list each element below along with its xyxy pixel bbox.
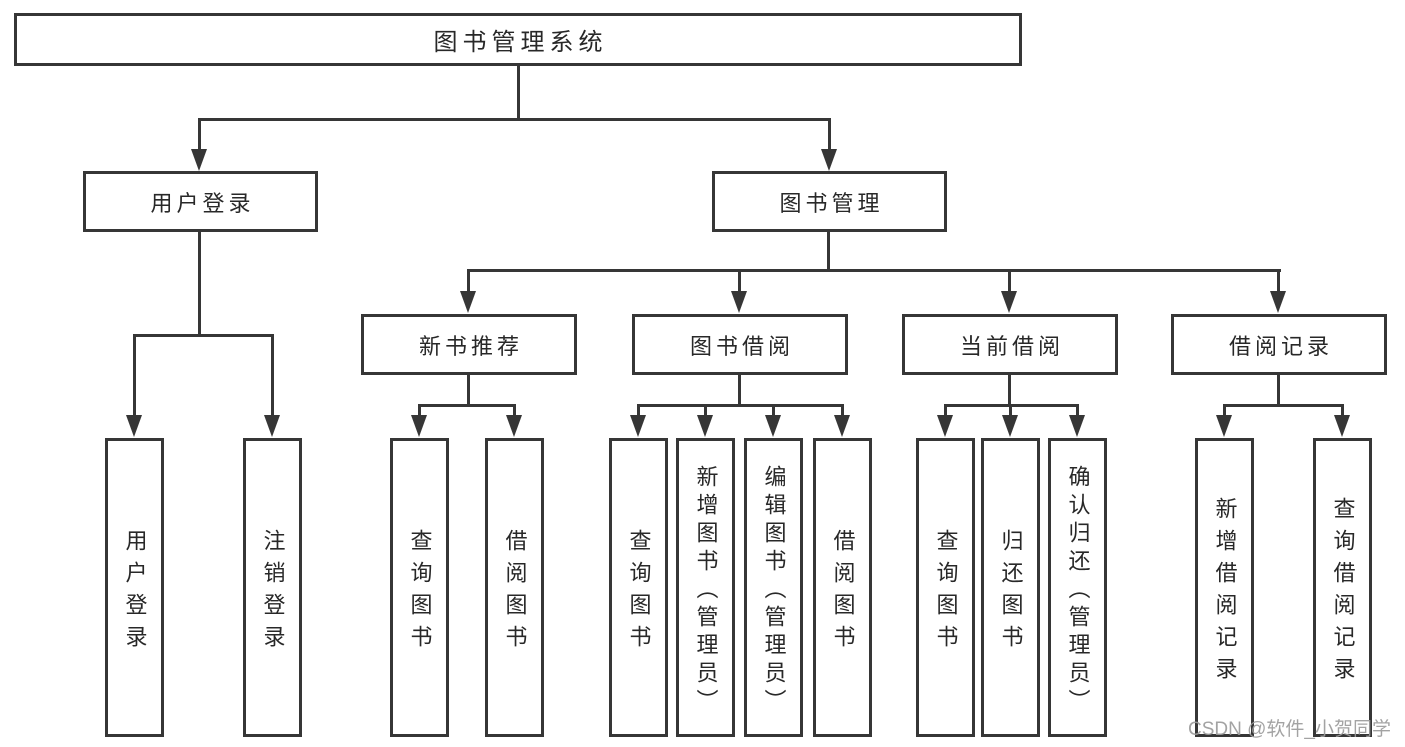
leaf-edit-book-admin: 编辑图书（管理员） — [744, 438, 803, 737]
node-borrow-records-label: 借阅记录 — [1228, 333, 1333, 359]
leaf-query-books-recommend: 查询图书 — [390, 438, 449, 737]
leaf-add-borrow-record-label: 新增借阅记录 — [1212, 496, 1238, 689]
connector-line — [198, 118, 831, 121]
connector-line — [1277, 374, 1280, 407]
connector-arrowhead — [1270, 291, 1286, 313]
connector-line — [1223, 404, 1344, 407]
connector-line — [1008, 269, 1011, 292]
node-book-borrow: 图书借阅 — [632, 314, 848, 375]
leaf-borrow-books-recommend-label: 借阅图书 — [502, 528, 528, 657]
root-node: 图书管理系统 — [14, 13, 1022, 66]
connector-arrowhead — [834, 415, 850, 437]
leaf-logout-label: 注销登录 — [260, 528, 286, 657]
leaf-user-login: 用户登录 — [105, 438, 164, 737]
leaf-query-borrow-record-label: 查询借阅记录 — [1330, 496, 1356, 689]
connector-line — [133, 334, 274, 337]
connector-line — [271, 334, 274, 416]
leaf-confirm-return-admin: 确认归还（管理员） — [1048, 438, 1107, 737]
leaf-borrow-books-borrow-label: 借阅图书 — [830, 528, 856, 657]
leaf-add-book-admin: 新增图书（管理员） — [676, 438, 735, 737]
leaf-add-borrow-record: 新增借阅记录 — [1195, 438, 1254, 737]
leaf-query-books-recommend-label: 查询图书 — [407, 528, 433, 657]
connector-line — [1223, 404, 1226, 417]
connector-arrowhead — [937, 415, 953, 437]
connector-line — [418, 404, 516, 407]
connector-arrowhead — [1001, 291, 1017, 313]
root-node-label: 图书管理系统 — [433, 29, 608, 56]
connector-arrowhead — [126, 415, 142, 437]
connector-line — [841, 404, 844, 417]
connector-line — [1009, 404, 1012, 417]
leaf-user-login-label: 用户登录 — [122, 528, 148, 657]
connector-line — [418, 404, 421, 417]
node-book-management: 图书管理 — [712, 171, 947, 232]
node-new-book-recommend-label: 新书推荐 — [418, 333, 523, 359]
connector-arrowhead — [1216, 415, 1232, 437]
connector-arrowhead — [821, 149, 837, 171]
connector-line — [467, 374, 470, 407]
connector-line — [827, 232, 830, 272]
connector-arrowhead — [191, 149, 207, 171]
node-borrow-records: 借阅记录 — [1171, 314, 1387, 375]
node-current-borrow-label: 当前借阅 — [959, 333, 1064, 359]
leaf-logout: 注销登录 — [243, 438, 302, 737]
connector-arrowhead — [506, 415, 522, 437]
node-user-login: 用户登录 — [83, 171, 318, 232]
leaf-edit-book-admin-label: 编辑图书（管理员） — [761, 464, 787, 717]
leaf-add-book-admin-label: 新增图书（管理员） — [693, 464, 719, 717]
leaf-query-books-borrow-label: 查询图书 — [626, 528, 652, 657]
connector-line — [133, 334, 136, 416]
leaf-query-books-current-label: 查询图书 — [933, 528, 959, 657]
connector-line — [1277, 269, 1280, 292]
connector-line — [517, 64, 520, 121]
leaf-query-books-current: 查询图书 — [916, 438, 975, 737]
connector-line — [772, 404, 775, 417]
connector-line — [637, 404, 844, 407]
leaf-return-book-label: 归还图书 — [998, 528, 1024, 657]
leaf-query-borrow-record: 查询借阅记录 — [1313, 438, 1372, 737]
connector-line — [198, 232, 201, 337]
leaf-borrow-books-borrow: 借阅图书 — [813, 438, 872, 737]
connector-arrowhead — [1334, 415, 1350, 437]
connector-line — [1341, 404, 1344, 417]
connector-line — [513, 404, 516, 417]
connector-arrowhead — [460, 291, 476, 313]
leaf-borrow-books-recommend: 借阅图书 — [485, 438, 544, 737]
connector-line — [944, 404, 947, 417]
connector-arrowhead — [765, 415, 781, 437]
connector-arrowhead — [1002, 415, 1018, 437]
node-book-management-label: 图书管理 — [779, 190, 884, 216]
connector-line — [637, 404, 640, 417]
connector-arrowhead — [630, 415, 646, 437]
connector-arrowhead — [1069, 415, 1085, 437]
node-current-borrow: 当前借阅 — [902, 314, 1118, 375]
watermark: CSDN @软件_小贺同学 — [1188, 719, 1391, 740]
node-book-borrow-label: 图书借阅 — [689, 333, 794, 359]
connector-line — [738, 374, 741, 407]
connector-arrowhead — [697, 415, 713, 437]
connector-line — [467, 269, 1281, 272]
connector-arrowhead — [411, 415, 427, 437]
leaf-return-book: 归还图书 — [981, 438, 1040, 737]
leaf-query-books-borrow: 查询图书 — [609, 438, 668, 737]
connector-line — [467, 269, 470, 292]
node-user-login-label: 用户登录 — [150, 190, 255, 216]
node-new-book-recommend: 新书推荐 — [361, 314, 577, 375]
connector-line — [828, 118, 831, 151]
connector-line — [1008, 374, 1011, 407]
connector-arrowhead — [731, 291, 747, 313]
connector-line — [738, 269, 741, 292]
leaf-confirm-return-admin-label: 确认归还（管理员） — [1065, 464, 1091, 717]
connector-line — [1076, 404, 1079, 417]
connector-line — [704, 404, 707, 417]
connector-arrowhead — [264, 415, 280, 437]
connector-line — [198, 118, 201, 151]
